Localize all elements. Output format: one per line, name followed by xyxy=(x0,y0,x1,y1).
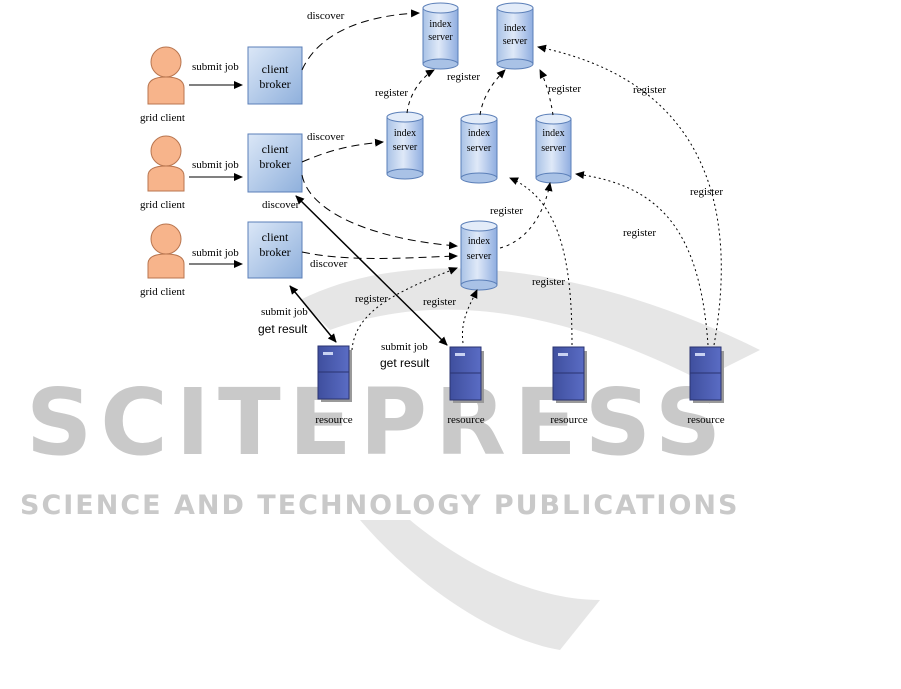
register-edge-mid1-top xyxy=(406,69,435,114)
discover-label-3: discover xyxy=(310,258,348,270)
watermark: SCITEPRESS SCIENCE AND TECHNOLOGY PUBLIC… xyxy=(20,268,760,650)
register-label-g: register xyxy=(532,276,565,288)
submit-job-result-edge-2 xyxy=(295,195,448,346)
register-label-d: register xyxy=(490,205,523,217)
index-server-mid-1: index server xyxy=(386,111,424,180)
index-server-low-line2: server xyxy=(467,251,492,262)
register-edge-mid3-top xyxy=(539,69,554,116)
client-broker-2-line2: broker xyxy=(259,157,290,171)
resource-4 xyxy=(689,346,724,403)
register-label-e: register xyxy=(355,293,388,305)
register-edge-res2 xyxy=(461,289,478,344)
watermark-title: SCITEPRESS xyxy=(26,369,729,476)
grid-client-3 xyxy=(147,223,185,279)
index-server-mid-3: index server xyxy=(535,113,572,184)
submit-job-label-5: submit job xyxy=(381,341,428,353)
index-server-low-line1: index xyxy=(468,236,490,247)
index-server-mid-1-line1: index xyxy=(394,128,416,139)
grid-client-1-label: grid client xyxy=(140,112,185,124)
index-server-top-right-line2: server xyxy=(503,36,528,47)
resource-1 xyxy=(317,345,352,402)
index-server-mid-3-line2: server xyxy=(541,143,566,154)
submit-job-label-2: submit job xyxy=(192,159,239,171)
register-edge-mid2-top xyxy=(479,69,506,116)
index-server-top-right: index server xyxy=(496,2,534,70)
resource-2 xyxy=(449,346,484,403)
discover-edge-2a xyxy=(301,138,384,163)
register-label-h: register xyxy=(623,227,656,239)
index-server-top-left: index server xyxy=(422,2,459,70)
client-broker-3-line1: client xyxy=(262,230,289,244)
submit-job-label-4: submit job xyxy=(261,306,308,318)
register-edge-low-mid3 xyxy=(499,182,553,249)
register-edge-res4-mid3 xyxy=(575,171,709,346)
client-broker-1-line1: client xyxy=(262,62,289,76)
client-broker-3-line2: broker xyxy=(259,245,290,259)
index-server-mid-2-line2: server xyxy=(467,143,492,154)
grid-client-2-label: grid client xyxy=(140,199,185,211)
client-broker-2-line1: client xyxy=(262,142,289,156)
grid-client-3-label: grid client xyxy=(140,286,185,298)
register-label-c: register xyxy=(548,83,581,95)
register-label-j: register xyxy=(690,186,723,198)
index-server-top-left-line2: server xyxy=(428,32,453,43)
client-broker-1: client broker xyxy=(247,46,303,105)
register-edge-res4-top xyxy=(537,44,722,346)
discover-label-2: discover xyxy=(307,131,345,143)
discover-label-1: discover xyxy=(307,10,345,22)
client-broker-3: client broker xyxy=(247,221,303,279)
watermark-swoosh-tail xyxy=(360,520,600,650)
client-broker-2: client broker xyxy=(247,133,303,193)
get-result-label-1: get result xyxy=(258,322,308,336)
client-broker-1-line2: broker xyxy=(259,77,290,91)
resource-2-label: resource xyxy=(447,414,484,426)
grid-client-2 xyxy=(147,135,185,192)
index-server-mid-1-line2: server xyxy=(393,142,418,153)
grid-client-1 xyxy=(147,46,185,105)
register-label-b: register xyxy=(447,71,480,83)
index-server-mid-3-line1: index xyxy=(542,128,564,139)
submit-job-label-1: submit job xyxy=(192,61,239,73)
register-label-a: register xyxy=(375,87,408,99)
index-server-mid-2-line1: index xyxy=(468,128,490,139)
discover-edge-2b xyxy=(301,174,458,250)
resource-3-label: resource xyxy=(550,414,587,426)
register-label-i: register xyxy=(633,84,666,96)
resource-3 xyxy=(552,346,587,403)
submit-job-label-3: submit job xyxy=(192,247,239,259)
watermark-subtitle: SCIENCE AND TECHNOLOGY PUBLICATIONS xyxy=(20,490,739,521)
register-label-f: register xyxy=(423,296,456,308)
discover-edge-1 xyxy=(301,9,420,71)
index-server-low: index server xyxy=(460,220,498,291)
discover-label-2b: discover xyxy=(262,199,300,211)
resource-4-label: resource xyxy=(687,414,724,426)
resource-1-label: resource xyxy=(315,414,352,426)
index-server-top-right-line1: index xyxy=(504,23,526,34)
index-server-mid-2: index server xyxy=(460,113,498,184)
index-server-top-left-line1: index xyxy=(429,19,451,30)
get-result-label-2: get result xyxy=(380,356,430,370)
